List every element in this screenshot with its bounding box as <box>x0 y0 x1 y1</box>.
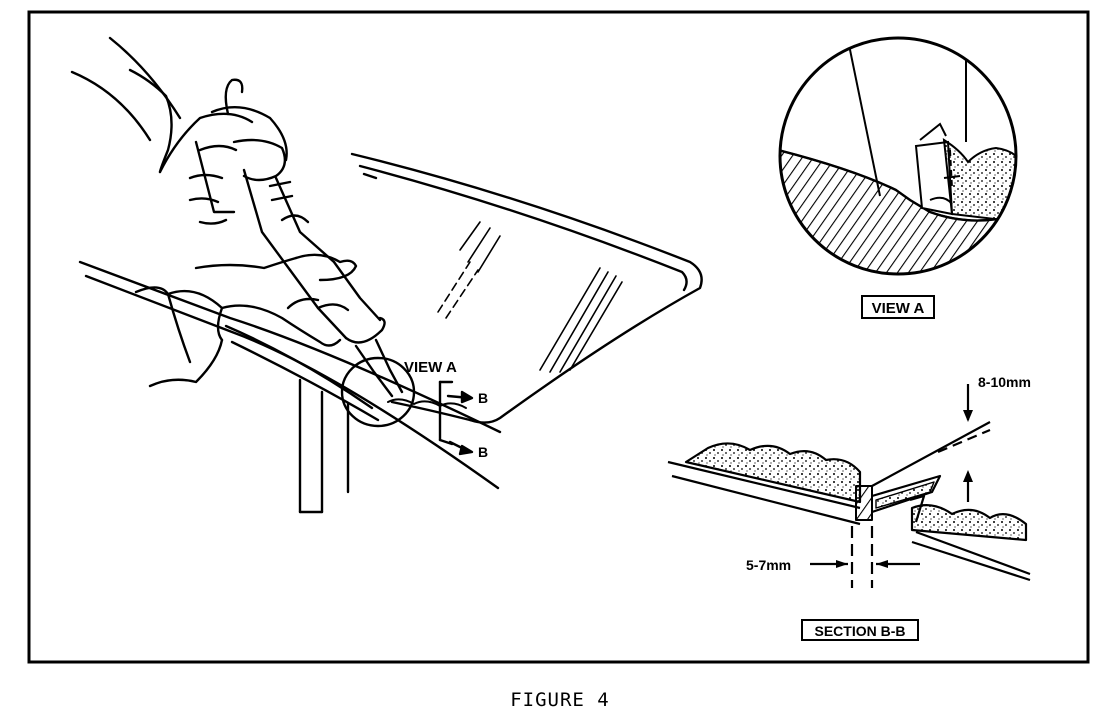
section-b-b-detail <box>667 384 1031 588</box>
section-marker-bottom: B <box>478 444 488 460</box>
caulking-gun <box>194 78 404 398</box>
view-a-title: VIEW A <box>872 300 925 317</box>
section-marker-top: B <box>478 390 488 406</box>
view-a-title-box <box>861 295 935 319</box>
main-illustration <box>70 36 703 514</box>
bead-height-label: 8-10mm <box>978 374 1031 390</box>
view-a-callout-label: VIEW A <box>404 359 457 376</box>
body-panel <box>78 260 502 514</box>
windshield-glass <box>350 152 703 424</box>
section-title-box <box>801 619 919 641</box>
bead-width-label: 5-7mm <box>746 557 791 573</box>
upper-arm-hand <box>70 36 254 225</box>
section-title: SECTION B-B <box>815 623 906 639</box>
view-a-callout-circle <box>340 356 416 428</box>
view-a-detail <box>778 36 1018 276</box>
sealant-bead <box>387 398 467 409</box>
figure-frame <box>27 10 1090 664</box>
figure-caption: FIGURE 4 <box>510 689 610 711</box>
lower-arm-hand <box>134 253 358 388</box>
